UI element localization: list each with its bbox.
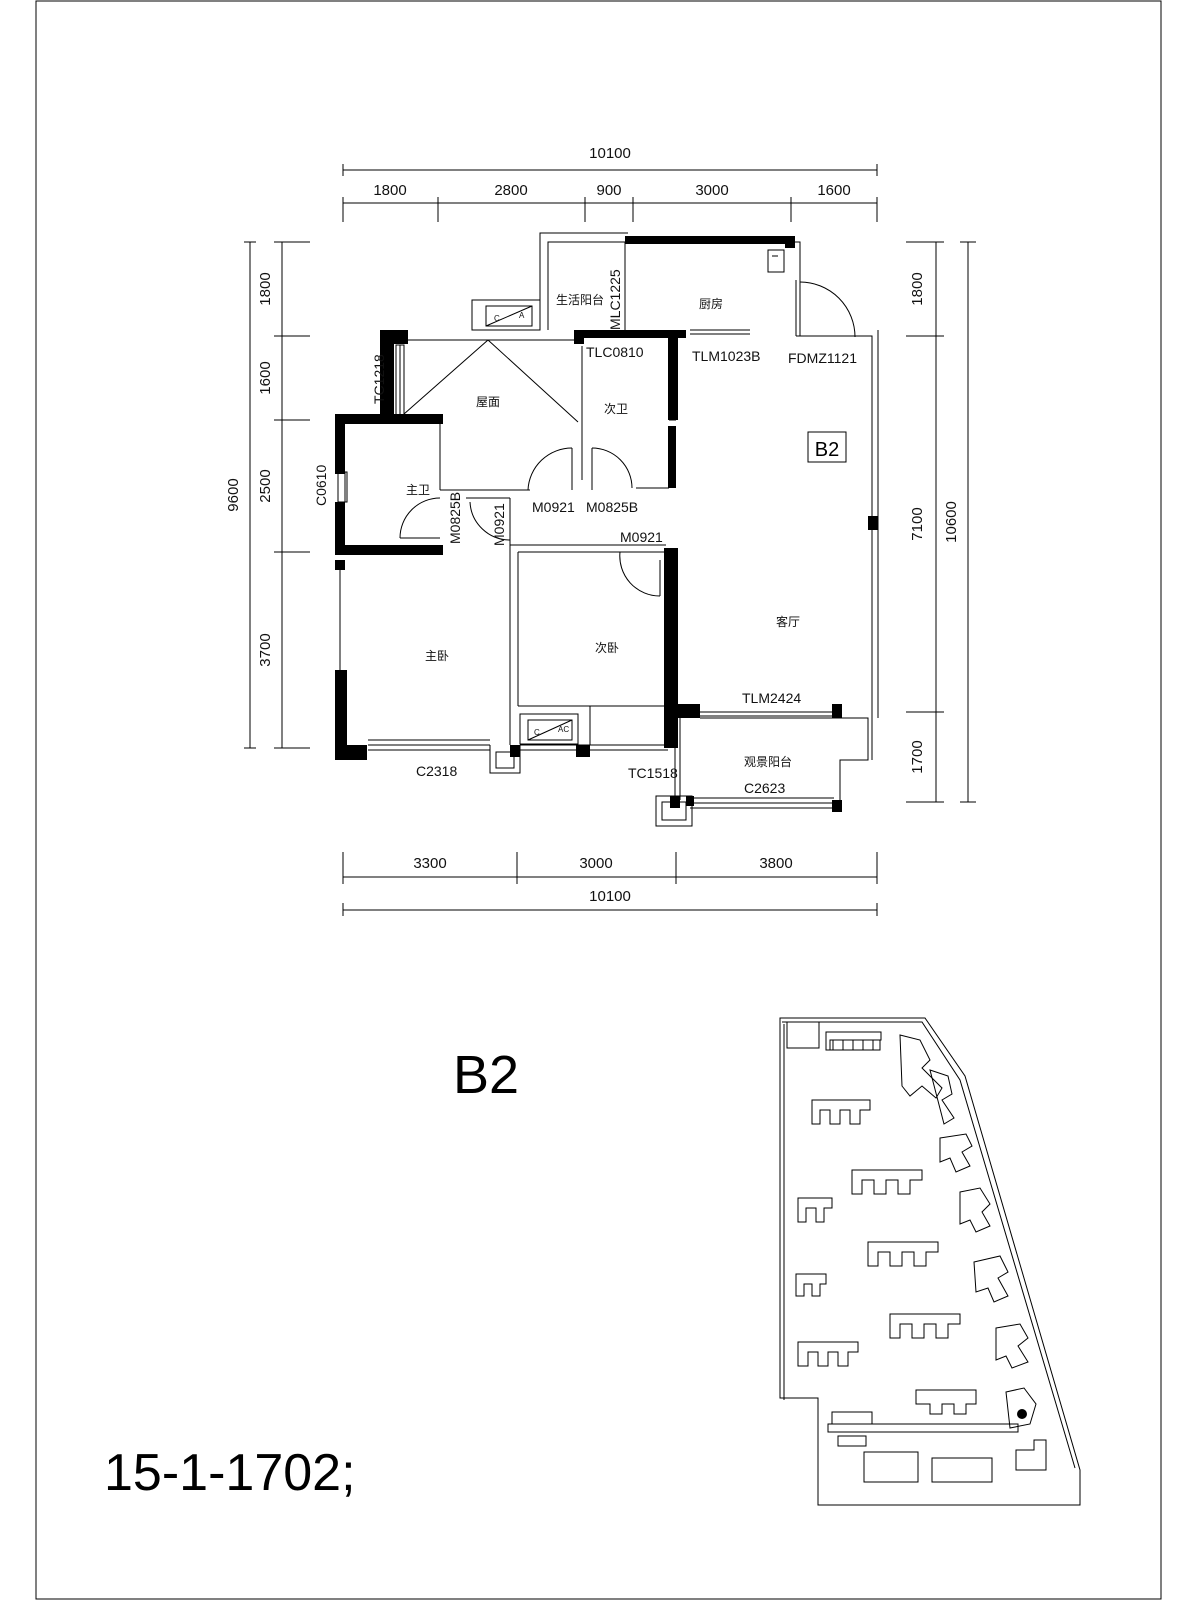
room-master-bath: 主卫 — [406, 483, 430, 497]
tag-m0825b-mid: M0825B — [586, 499, 638, 515]
site-buildings — [786, 1021, 1047, 1483]
left-seg-2: 1600 — [257, 361, 274, 394]
top-seg-2: 2800 — [494, 182, 527, 199]
tag-tc1518: TC1518 — [628, 765, 678, 781]
unit-tag: B2 — [815, 439, 839, 461]
unit-label: B2 — [453, 1045, 519, 1105]
tag-tc1218: TC1218 — [371, 354, 387, 404]
right-dimensions: 1800 7100 1700 10600 — [906, 241, 976, 803]
room-living-balcony: 生活阳台 — [556, 292, 604, 307]
tag-tlm2424: TLM2424 — [742, 690, 801, 706]
tag-c2623: C2623 — [744, 780, 785, 796]
right-seg-3: 1700 — [909, 740, 926, 773]
top-seg-5: 1600 — [817, 182, 850, 199]
left-total-dim: 9600 — [225, 478, 242, 511]
site-key-plan — [779, 1017, 1081, 1506]
tag-m0825b-left: M0825B — [447, 492, 463, 544]
right-seg-1: 1800 — [909, 272, 926, 305]
top-seg-4: 3000 — [695, 182, 728, 199]
tag-fdm: FDMZ1121 — [788, 350, 857, 366]
tag-m0921-left: M0921 — [491, 503, 507, 546]
bottom-dimensions: 3300 3000 3800 10100 — [342, 852, 878, 916]
room-second-bedroom: 次卧 — [595, 641, 619, 655]
ac-label: AC — [558, 725, 569, 734]
room-second-bath: 次卫 — [604, 402, 628, 416]
bottom-total-dim: 10100 — [589, 888, 631, 905]
shaft-c-mark-top: C — [494, 314, 500, 323]
ac-c-mark: C — [534, 728, 540, 737]
unit-tag-box — [807, 431, 847, 463]
tag-m0921-right: M0921 — [620, 529, 663, 545]
room-roof: 屋面 — [476, 395, 500, 409]
sheet-border — [35, 0, 1162, 1600]
top-seg-3: 900 — [596, 182, 621, 199]
left-seg-1: 1800 — [257, 272, 274, 305]
bottom-seg-2: 3000 — [579, 855, 612, 872]
top-seg-1: 1800 — [373, 182, 406, 199]
right-seg-2: 7100 — [909, 507, 926, 540]
room-living-room: 客厅 — [776, 614, 800, 629]
left-seg-4: 3700 — [257, 633, 274, 666]
tag-c0610: C0610 — [313, 465, 329, 506]
bottom-seg-3: 3800 — [759, 855, 792, 872]
room-master-bedroom: 主卧 — [425, 649, 449, 663]
room-view-balcony: 观景阳台 — [744, 754, 792, 769]
tag-c2318: C2318 — [416, 763, 457, 779]
top-total-dim: 10100 — [589, 145, 631, 162]
unit-code: 15-1-1702; — [104, 1444, 356, 1502]
room-kitchen: 厨房 — [699, 296, 723, 311]
site-marker — [1017, 1409, 1027, 1419]
tag-tlc0810: TLC0810 — [586, 344, 644, 360]
top-dimensions: 10100 1800 2800 900 3000 1600 — [342, 145, 878, 222]
left-dimensions: 9600 1800 1600 2500 3700 — [225, 241, 310, 749]
tag-m0921-mid: M0921 — [532, 499, 575, 515]
floor-plan: C A C AC — [313, 232, 879, 827]
left-seg-3: 2500 — [257, 469, 274, 502]
right-total-dim: 10600 — [943, 501, 960, 543]
bottom-seg-1: 3300 — [413, 855, 446, 872]
tag-tlm1023b: TLM1023B — [692, 348, 760, 364]
tag-mlc1225: MLC1225 — [607, 269, 623, 330]
shaft-a-mark-top: A — [519, 311, 525, 320]
